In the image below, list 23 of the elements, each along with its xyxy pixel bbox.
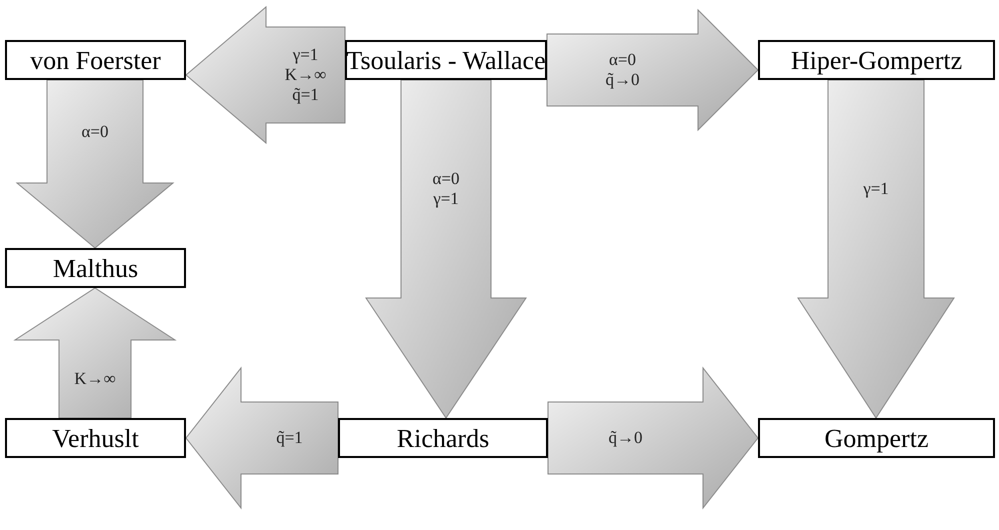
edge-label: α=0 γ=1 <box>432 169 460 209</box>
edge-label: γ=1 K→∞ q̃=1 <box>284 45 326 105</box>
block-arrow <box>185 6 346 144</box>
edge-label: α=0 q̃→0 <box>606 50 640 90</box>
edge-label: γ=1 <box>863 179 889 199</box>
model-box: Malthus <box>5 248 186 288</box>
block-arrow <box>548 366 759 510</box>
model-box: Hiper-Gompertz <box>758 40 995 80</box>
edge-label: q̃→0 <box>608 428 642 448</box>
block-arrow <box>16 80 174 249</box>
block-arrow <box>365 80 527 419</box>
block-arrow <box>185 366 338 510</box>
edge-label: α=0 <box>82 122 108 142</box>
block-arrow <box>546 8 759 132</box>
model-box: Richards <box>338 418 548 458</box>
block-arrow <box>13 287 177 418</box>
block-arrow <box>797 80 955 419</box>
model-box: Tsoularis - Wallace <box>345 40 547 80</box>
edge-label: q̃=1 <box>276 428 303 448</box>
model-box: Gompertz <box>758 418 995 458</box>
model-box: von Foerster <box>5 40 186 80</box>
model-box: Verhuslt <box>5 418 186 458</box>
edge-label: K→∞ <box>74 369 116 389</box>
